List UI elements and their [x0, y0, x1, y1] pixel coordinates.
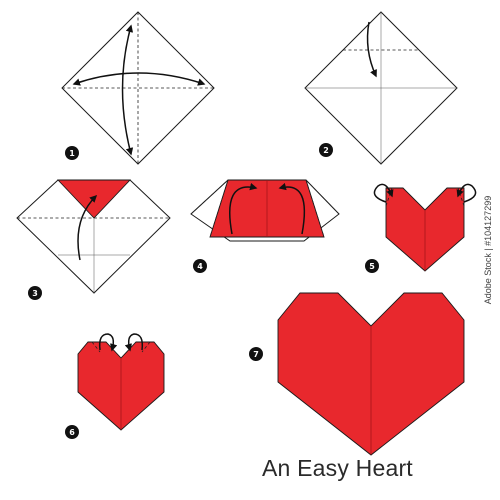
step-2-diagram	[304, 11, 458, 165]
fold-right-up-arrow	[278, 182, 306, 235]
step-4-diagram	[190, 179, 340, 242]
stock-id-label: Adobe Stock | #104127299	[483, 195, 493, 305]
svg-text:1: 1	[69, 149, 75, 158]
step-badge-5: 5	[365, 259, 379, 273]
fold-behind-arrow-left	[373, 183, 394, 203]
svg-text:2: 2	[323, 146, 329, 155]
fold-left-up-arrow	[228, 182, 258, 235]
step-badge-1: 1	[65, 146, 79, 160]
svg-text:3: 3	[32, 289, 38, 298]
unfold-arrow-vertical	[121, 24, 134, 156]
step-6-diagram	[77, 333, 165, 431]
step-badge-6: 6	[65, 425, 79, 439]
step-1-diagram	[61, 11, 215, 165]
fold-up-arrow	[77, 194, 98, 261]
fold-down-arrow	[366, 21, 377, 78]
svg-text:6: 6	[69, 428, 75, 437]
step-number-badges: 1 2 3 4 5 6 7	[28, 143, 379, 439]
fold-top-arrow-left	[98, 333, 118, 352]
svg-text:4: 4	[197, 262, 203, 271]
unfold-arrow-horizontal	[72, 72, 206, 86]
step-badge-2: 2	[319, 143, 333, 157]
step-badge-4: 4	[193, 259, 207, 273]
step-badge-7: 7	[249, 347, 263, 361]
fold-behind-arrow-right	[456, 183, 477, 203]
step-3-diagram	[16, 179, 171, 294]
step-5-diagram	[373, 183, 477, 272]
svg-text:5: 5	[369, 262, 375, 271]
fold-top-arrow-right	[124, 333, 144, 352]
step-7-diagram	[277, 292, 465, 456]
svg-text:7: 7	[253, 350, 259, 359]
step-badge-3: 3	[28, 286, 42, 300]
diagram-title: An Easy Heart	[262, 455, 413, 481]
